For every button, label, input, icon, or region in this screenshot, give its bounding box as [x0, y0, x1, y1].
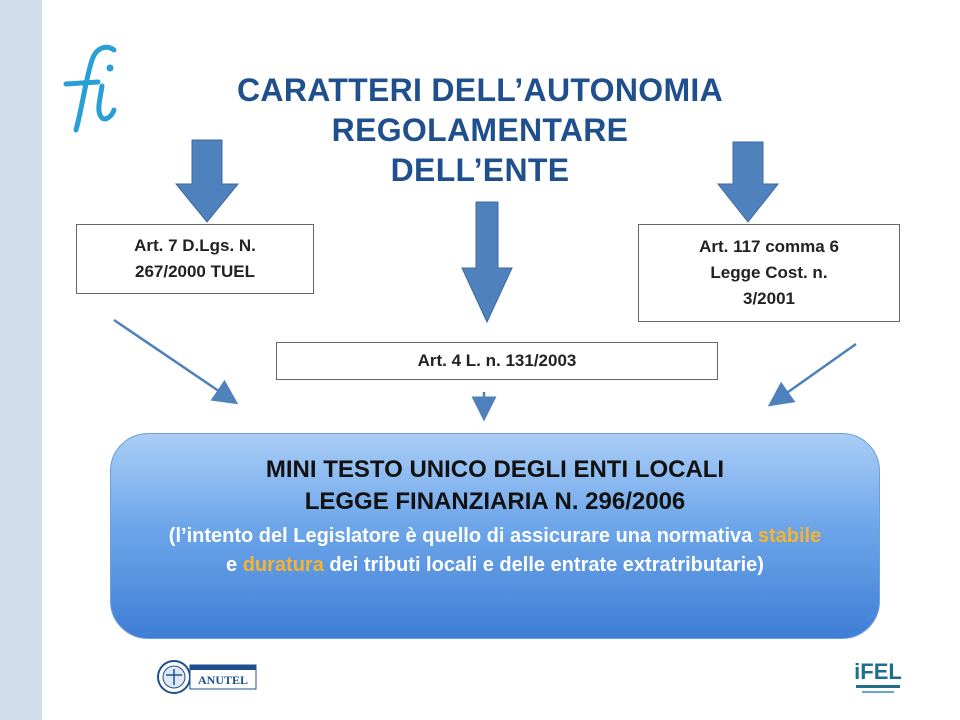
sidebar-strip — [0, 0, 42, 720]
anutel-logo-text: ANUTEL — [198, 673, 248, 687]
main-title-line-1: MINI TESTO UNICO DEGLI ENTI LOCALI — [265, 456, 725, 483]
main-note-part-1: (l’intento del Legislatore è quello di a… — [168, 525, 758, 547]
box-art-4: Art. 4 L. n. 131/2003 — [276, 342, 718, 380]
main-title-line-2: LEGGE FINANZIARIA N. 296/2006 — [304, 488, 686, 515]
ifel-logo-icon: iFEL — [854, 659, 902, 693]
box-art-117-line-3: 3/2001 — [742, 289, 795, 308]
anutel-logo-icon: ANUTEL — [157, 660, 257, 694]
box-art-117: Art. 117 comma 6 Legge Cost. n. 3/2001 — [638, 224, 900, 322]
block-arrow-center — [461, 201, 513, 324]
title-line-1: CARATTERI DELL’AUTONOMIA — [237, 72, 723, 108]
main-note-part-3: dei tributi locali e delle entrate extra… — [323, 554, 764, 576]
box-art-117-line-1: Art. 117 comma 6 — [699, 237, 839, 256]
connector-arrow-right — [767, 342, 857, 407]
fi-logo-icon — [63, 44, 117, 133]
main-note: (l’intento del Legislatore è quello di a… — [111, 518, 879, 580]
page-title: CARATTERI DELL’AUTONOMIA REGOLAMENTARE D… — [150, 70, 810, 190]
block-arrow-right — [716, 141, 780, 223]
main-note-part-2: e — [226, 554, 243, 576]
highlight-stabile: stabile — [757, 525, 822, 547]
title-line-2: REGOLAMENTARE — [331, 112, 629, 148]
box-art-7: Art. 7 D.Lgs. N. 267/2000 TUEL — [76, 224, 314, 294]
main-result-box: MINI TESTO UNICO DEGLI ENTI LOCALI LEGGE… — [110, 433, 880, 639]
box-art-7-line-1: Art. 7 D.Lgs. N. — [134, 236, 256, 255]
box-art-7-line-2: 267/2000 TUEL — [134, 262, 255, 281]
title-line-3: DELL’ENTE — [390, 152, 570, 188]
connector-arrow-left — [113, 318, 239, 405]
ifel-logo-text: iFEL — [854, 659, 902, 684]
highlight-duratura: duratura — [242, 554, 324, 576]
box-art-117-line-2: Legge Cost. n. — [710, 263, 828, 282]
block-arrow-left — [174, 139, 240, 223]
box-art-4-text: Art. 4 L. n. 131/2003 — [417, 351, 577, 370]
